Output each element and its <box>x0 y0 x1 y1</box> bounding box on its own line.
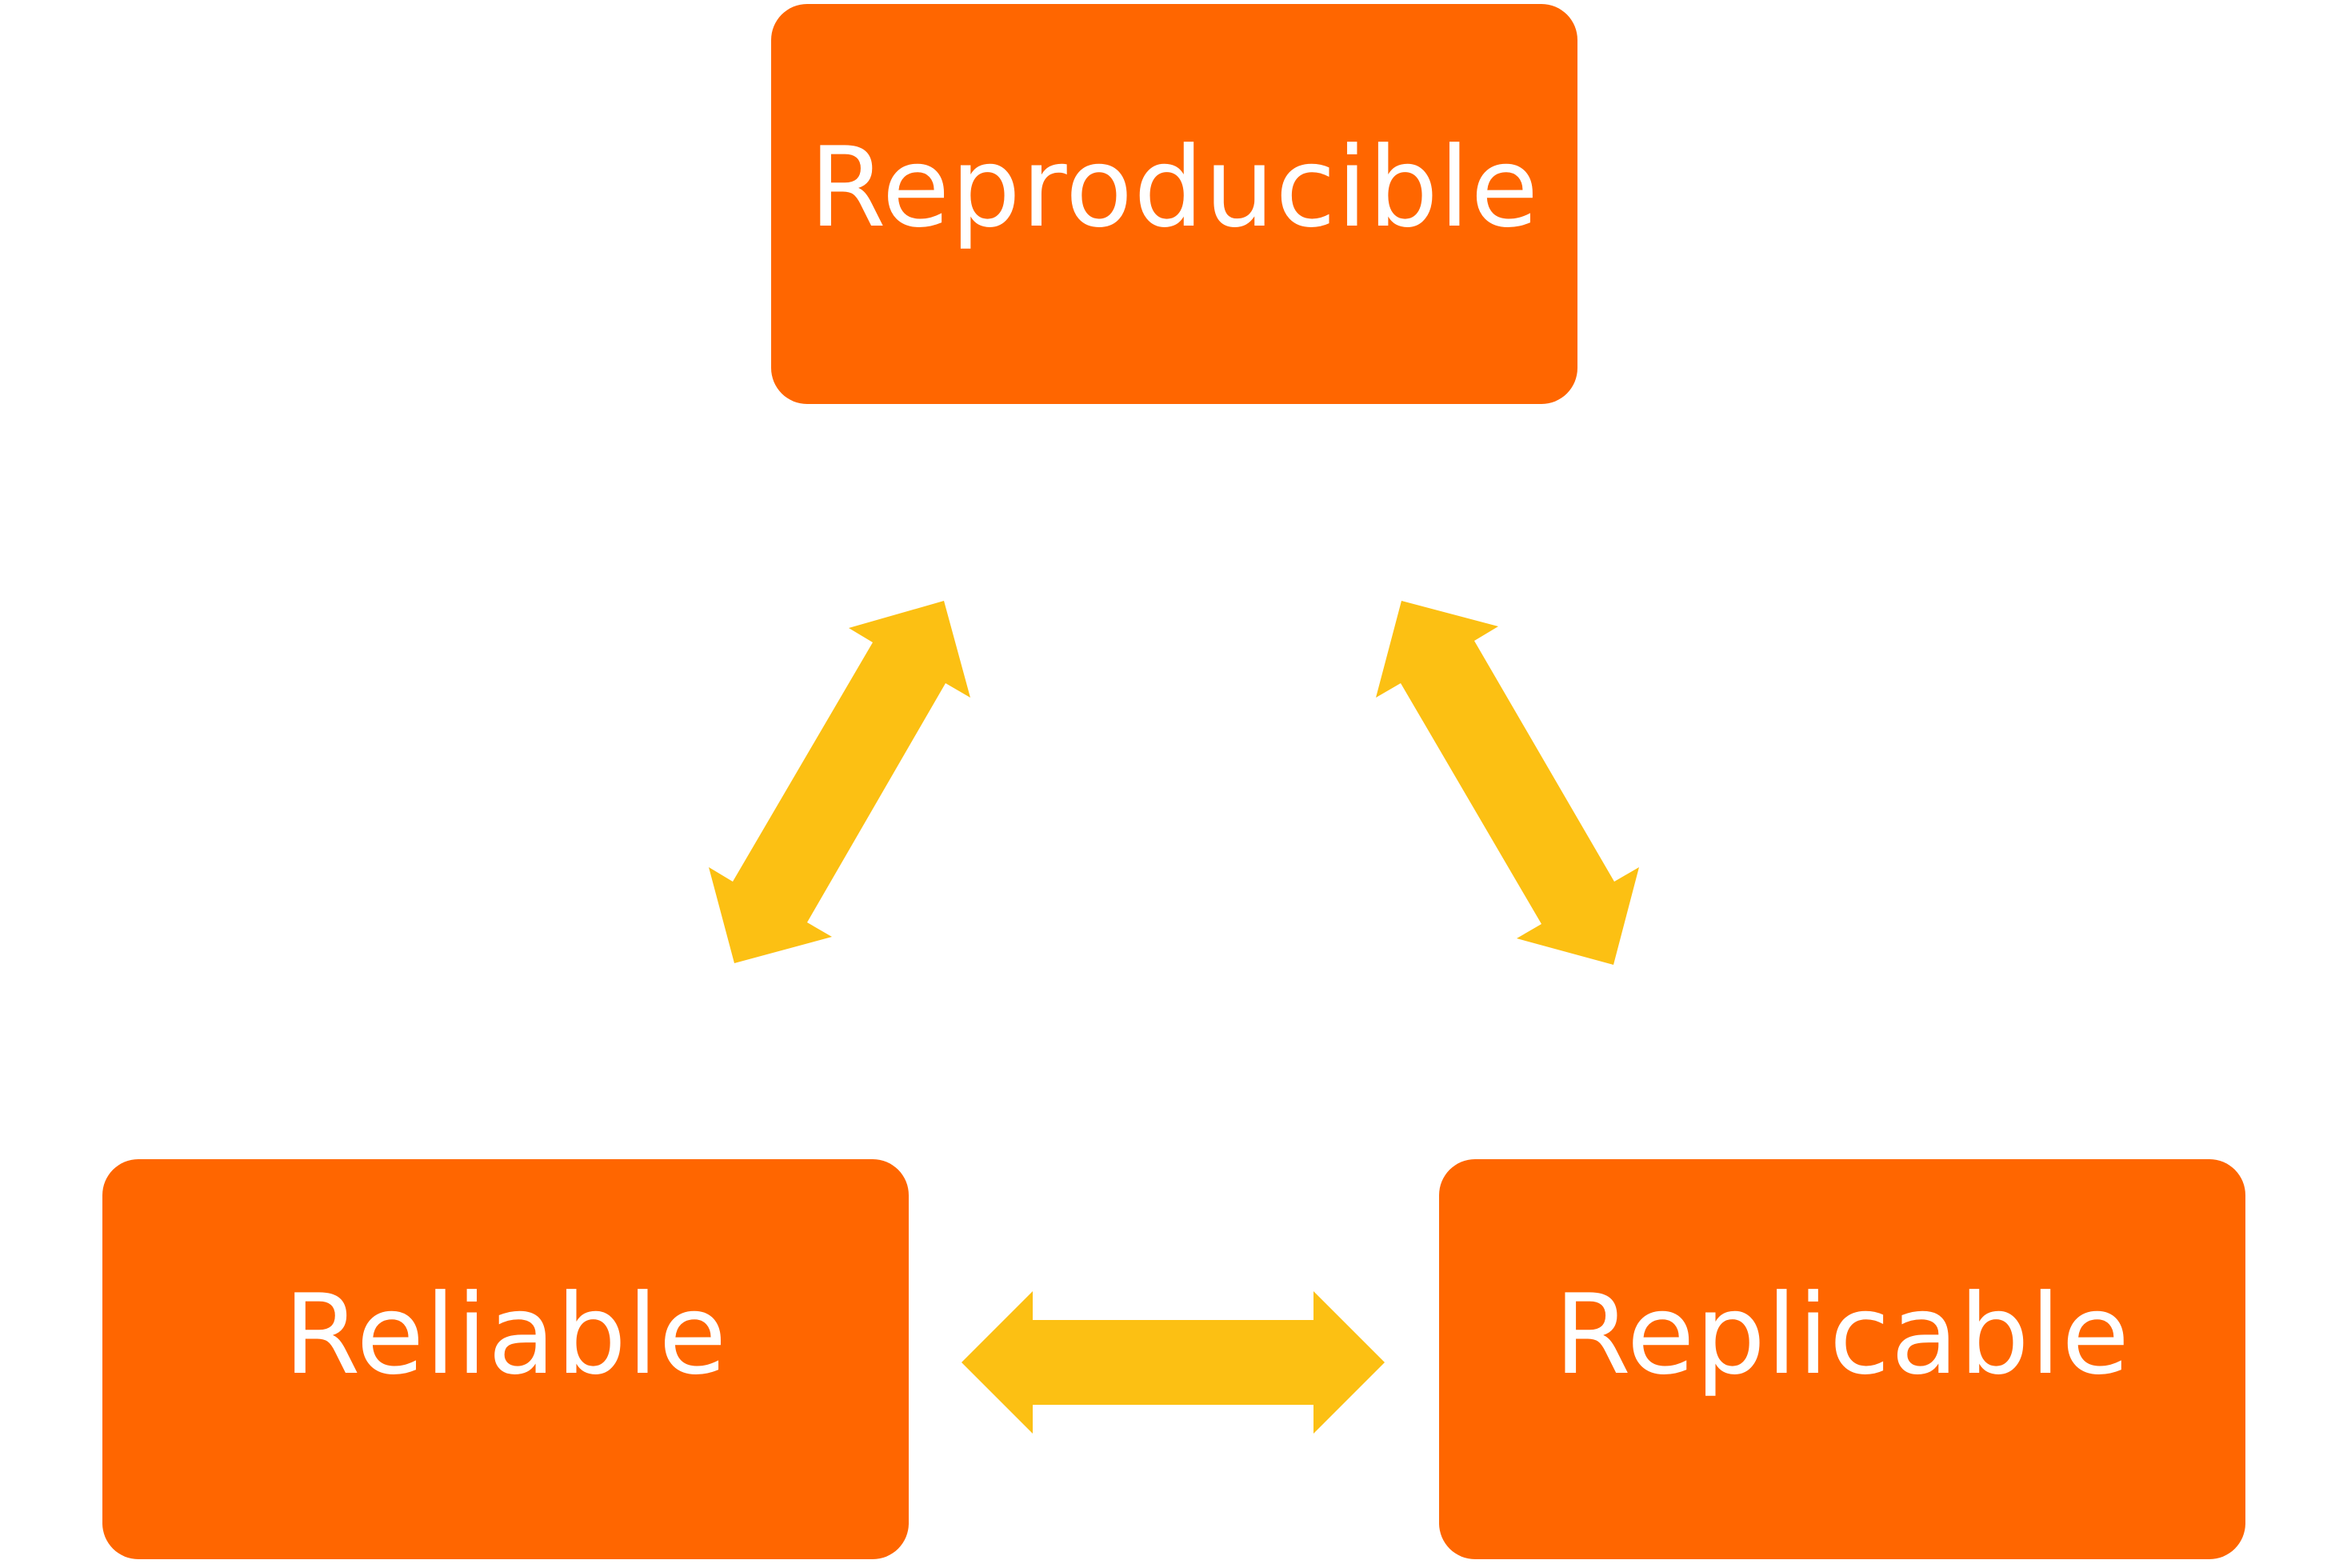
node-replicable-label: Replicable <box>1553 1270 2131 1399</box>
arrow-reproducible-reliable <box>709 601 970 963</box>
node-reliable: Reliable <box>102 1159 909 1559</box>
node-reliable-label: Reliable <box>283 1270 728 1399</box>
node-replicable: Replicable <box>1439 1159 2245 1559</box>
arrow-reliable-replicable <box>962 1291 1385 1434</box>
arrow-reproducible-replicable <box>1376 601 1639 965</box>
node-reproducible-label: Reproducible <box>809 123 1540 252</box>
node-reproducible: Reproducible <box>771 4 1577 404</box>
